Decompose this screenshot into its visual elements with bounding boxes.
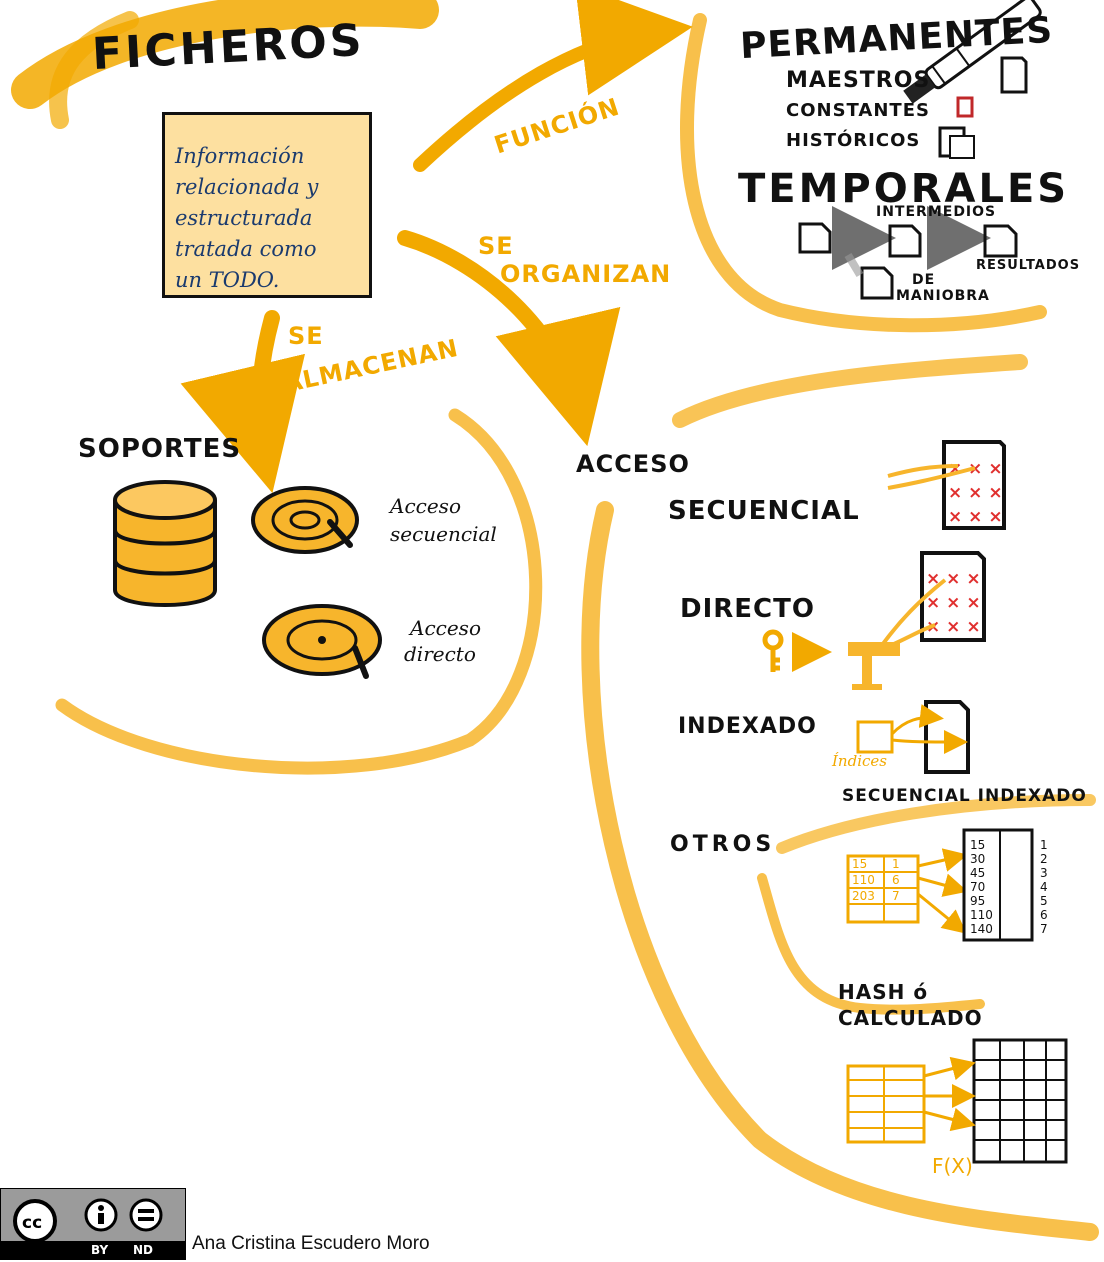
sequential-tape-icon — [251, 486, 359, 554]
index-table-value: 110 — [970, 908, 993, 922]
se-organizan-label-2: ORGANIZAN — [500, 260, 672, 288]
left-table-cell: 1 — [892, 857, 900, 871]
otros-bracket — [776, 794, 1096, 854]
constantes-file-icon — [956, 96, 974, 118]
left-table-cell: 7 — [892, 889, 900, 903]
maestros-file-icon — [1000, 56, 1028, 94]
temporales-intermedios: INTERMEDIOS — [876, 204, 997, 220]
definition-line: Información — [175, 144, 305, 168]
cc-nd-label: ND — [133, 1243, 154, 1257]
definition-note: Información relacionada y estructurada t… — [162, 112, 372, 298]
soportes-bracket — [55, 408, 543, 775]
left-table-cell: 110 — [852, 873, 875, 887]
svg-text:× × ×: × × × — [926, 617, 981, 637]
acceso-bracket — [581, 501, 1099, 1241]
temporales-resultados: RESULTADOS — [976, 258, 1081, 273]
definition-line: estructurada — [175, 206, 313, 230]
index-table-value: 15 — [970, 838, 986, 852]
cc-icon: cc — [13, 1198, 163, 1241]
temporales-heading: TEMPORALES — [738, 166, 1070, 212]
database-icon — [113, 480, 217, 607]
direct-disk-icon — [262, 604, 382, 679]
acceso-bracket-top — [672, 354, 1028, 428]
temporales-de: DE — [912, 272, 936, 288]
svg-text:cc: cc — [22, 1213, 42, 1233]
definition-line: un TODO. — [175, 268, 280, 292]
organizan-arrow — [397, 230, 621, 447]
acceso-secuencial-label-2: secuencial — [390, 522, 497, 546]
acceso-directo: DIRECTO — [680, 594, 815, 624]
marker-pen-icon — [903, 0, 1042, 104]
hash-label-2: CALCULADO — [838, 1006, 983, 1030]
index-table-number: 7 — [1040, 922, 1048, 936]
definition-line: relacionada y — [175, 175, 319, 199]
se-almacenan-label-1: SE — [288, 322, 324, 350]
indexed-access-icon — [856, 700, 970, 774]
svg-text:× × ×: × × × — [926, 593, 981, 613]
svg-text:× × ×: × × × — [926, 569, 981, 589]
index-table-value: 45 — [970, 866, 986, 880]
permanentes-item-historicos: HISTÓRICOS — [786, 130, 921, 151]
temporales-maniobra: MANIOBRA — [896, 288, 990, 304]
direct-access-doc-icon: × × × × × × × × × — [878, 551, 986, 652]
cc-strip: BY ND — [1, 1241, 185, 1259]
svg-text:× × ×: × × × — [948, 459, 1003, 479]
key-icon — [762, 629, 832, 672]
secuencial-indexado-label: SECUENCIAL INDEXADO — [842, 786, 1087, 806]
acceso-secuencial-label-1: Acceso — [390, 494, 461, 518]
almacenan-arrow — [180, 310, 306, 494]
index-table-value: 95 — [970, 894, 986, 908]
index-table-number: 4 — [1040, 880, 1048, 894]
soportes-heading: SOPORTES — [78, 434, 242, 464]
acceso-directo-label-2: directo — [404, 642, 476, 666]
hash-right-table — [923, 1038, 1068, 1164]
historicos-files-icon — [938, 126, 975, 159]
index-table-number: 2 — [1040, 852, 1048, 866]
hash-bracket — [757, 873, 985, 1015]
fx-label: F(X) — [932, 1154, 973, 1178]
indices-label: Índices — [832, 752, 887, 770]
sequential-access-doc-icon: × × × × × × × × × — [887, 440, 1006, 530]
acceso-heading: ACCESO — [576, 450, 690, 478]
hash-label-1: HASH ó — [838, 980, 929, 1004]
svg-text:× × ×: × × × — [948, 483, 1003, 503]
index-table-value: 70 — [970, 880, 986, 894]
acceso-otros: OTROS — [670, 832, 776, 857]
direct-access-hardware-icon — [848, 642, 900, 690]
acceso-indexado: INDEXADO — [678, 714, 817, 739]
acceso-directo-label-1: Acceso — [410, 616, 481, 640]
index-table-number: 5 — [1040, 894, 1048, 908]
definition-line: tratada como — [175, 237, 317, 261]
cc-license-badge[interactable]: cc BY ND — [0, 1188, 186, 1260]
funcion-arrow — [413, 0, 693, 172]
left-table-cell: 6 — [892, 873, 900, 887]
svg-text:× × ×: × × × — [948, 507, 1003, 527]
cc-by-label: BY — [91, 1243, 109, 1257]
title-highlight-tail — [49, 11, 139, 129]
index-table-number: 1 — [1040, 838, 1048, 852]
left-table-cell: 15 — [852, 857, 868, 871]
indexed-left-table — [846, 848, 968, 934]
permanentes-item-constantes: CONSTANTES — [786, 100, 930, 121]
index-table-number: 6 — [1040, 908, 1048, 922]
se-organizan-label-1: SE — [478, 232, 514, 260]
left-table-cell: 203 — [852, 889, 875, 903]
hash-left-table — [846, 1064, 926, 1144]
index-table-number: 3 — [1040, 866, 1048, 880]
index-table-value: 140 — [970, 922, 993, 936]
author-credit: Ana Cristina Escudero Moro — [192, 1233, 430, 1254]
acceso-secuencial: SECUENCIAL — [668, 496, 860, 526]
definition-text: Información relacionada y estructurada t… — [175, 141, 370, 296]
permanentes-bracket — [680, 13, 1047, 333]
temporal-flow-icons — [798, 206, 1018, 300]
index-table-value: 30 — [970, 852, 986, 866]
indexed-right-table — [962, 828, 1034, 942]
permanentes-item-maestros: MAESTROS — [786, 68, 931, 93]
